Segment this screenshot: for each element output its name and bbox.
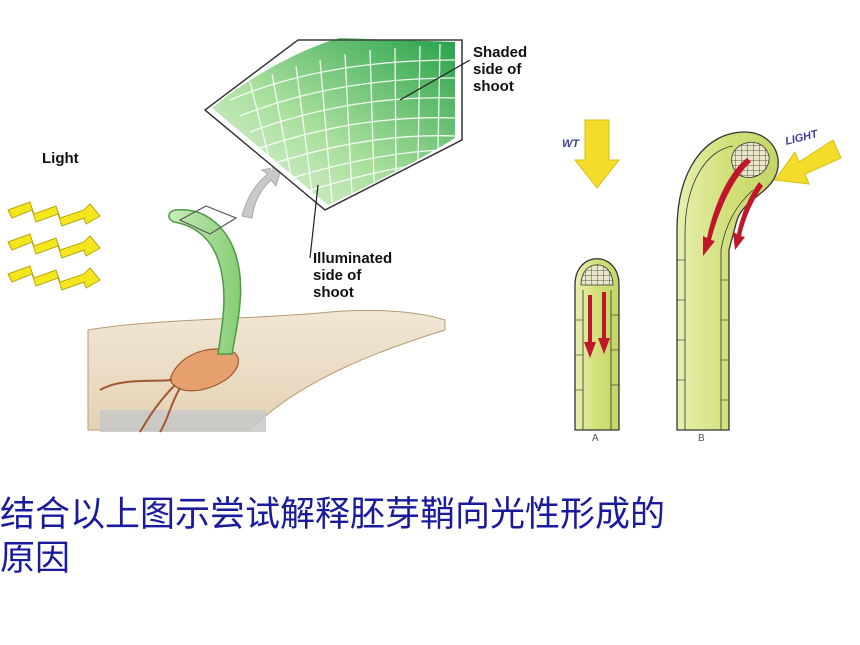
left-figure-svg [7, 38, 471, 433]
light-bolt-icons [7, 201, 101, 291]
right-figure-svg [573, 119, 842, 431]
wt-light-label: WT [562, 138, 580, 150]
phototropism-diagram-left [0, 20, 560, 440]
question-line-2: 原因 [0, 539, 71, 579]
cell-panel [203, 38, 463, 211]
light-bolt-icon [7, 233, 101, 259]
shaded-side-label: Shaded side of shoot [473, 44, 527, 95]
root [99, 379, 173, 391]
illuminated-label-line: side of [313, 267, 362, 284]
auxin-arrow-icon [598, 292, 610, 354]
zoom-region-box [178, 205, 238, 235]
light-bolt-icon [7, 201, 101, 227]
soil [87, 309, 446, 431]
shaded-label-line: Shaded [473, 44, 528, 61]
root [159, 387, 181, 433]
auxin-arrow-icon [733, 182, 763, 250]
coleoptile-b [676, 131, 779, 431]
auxin-arrow-icon [584, 295, 596, 358]
question-line-1: 结合以上图示尝试解释胚芽鞘向光性形成的 [0, 495, 666, 535]
caption-b: B [698, 433, 705, 444]
illuminated-label-line: Illuminated [313, 250, 393, 267]
auxin-arrow-icon [703, 158, 751, 256]
zoom-arrow [241, 165, 283, 219]
caption-a: A [592, 433, 599, 444]
coleoptile-diagram-right [555, 110, 855, 450]
gray-overlay-bar [100, 410, 266, 432]
illuminated-label-line: shoot [313, 284, 354, 301]
light-arrow-icon [573, 119, 621, 189]
shaded-label-line: side of [473, 61, 522, 78]
root [139, 384, 176, 433]
question-text: 结合以上图示尝试解释胚芽鞘向光性形成的 原因 [0, 493, 850, 581]
shaded-label-line: shoot [473, 78, 514, 95]
illuminated-leader-line [309, 184, 319, 259]
seed [169, 348, 239, 392]
light-label: Light [42, 150, 79, 167]
coleoptile-shoot [168, 209, 242, 355]
illuminated-side-label: Illuminated side of shoot [313, 250, 392, 301]
light-bolt-icon [7, 265, 101, 291]
light-arrow-icon [774, 139, 842, 185]
shaded-leader-line [399, 59, 471, 101]
coleoptile-a [574, 258, 620, 431]
